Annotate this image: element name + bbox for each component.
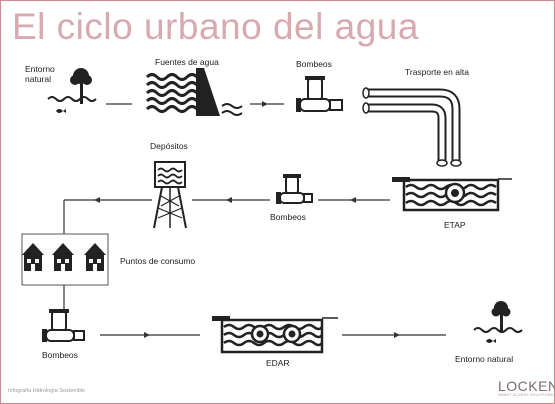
etap-treatment-plant-icon [392,177,512,212]
water-source-dam-icon [145,68,243,116]
natural-environment-icon-top [47,68,97,113]
label-pumping-top: Bombeos [296,59,332,69]
flow-arrow-icon [350,197,356,203]
locken-logo-tagline: SMART ACCESS SOLUTIONS [498,393,554,397]
flow-arrow-icon [394,332,400,338]
natural-environment-icon-bottom [473,301,523,343]
label-natural-environment-top-line1: Entorno [25,64,55,74]
credit-text: Infografía Hidrología Sostenible [8,388,86,394]
flow-arrow-icon [94,197,100,203]
pump-icon-mid [276,174,313,204]
label-pumping-mid: Bombeos [270,212,306,222]
transport-pipes-icon [362,87,462,167]
flow-arrow-icon [262,101,268,107]
infographic-title: El ciclo urbano del agua [12,6,419,47]
flow-arrow-icon [144,332,150,338]
consumption-points-houses-icon [21,233,109,286]
locken-logo: LOCKEN [498,378,555,394]
pump-icon-bottom [42,309,85,342]
label-natural-environment-bottom: Entorno natural [455,354,514,364]
storage-tank-tower-icon [153,161,187,229]
label-pumping-bottom: Bombeos [42,350,78,360]
pump-icon-top [296,76,343,112]
label-storage-tanks: Depósitos [150,141,188,151]
label-natural-environment-top-line2: natural [25,74,51,84]
label-transport: Trasporte en alta [405,67,469,77]
edar-wastewater-plant-icon [212,316,338,354]
label-water-sources: Fuentes de agua [155,57,219,67]
label-edar: EDAR [266,358,290,368]
flow-arrow-icon [226,197,232,203]
label-consumption-points: Puntos de consumo [120,256,196,266]
label-etap: ETAP [444,220,466,230]
